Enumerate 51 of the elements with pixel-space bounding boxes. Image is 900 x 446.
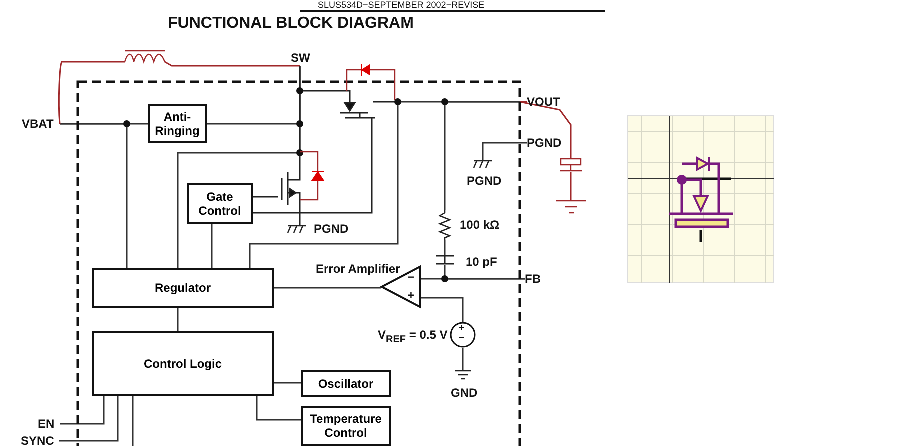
- ground-symbol: [474, 160, 492, 168]
- diagram-title: FUNCTIONAL BLOCK DIAGRAM: [168, 15, 414, 33]
- ground-symbol: [455, 370, 471, 380]
- wire: [211, 224, 213, 268]
- pin-label: EN: [38, 417, 60, 431]
- polarity-sign: +: [408, 289, 414, 303]
- block-box: Control Logic: [92, 331, 274, 396]
- block-box: Regulator: [92, 268, 274, 308]
- wire: [274, 287, 381, 289]
- pin-label: FB: [525, 272, 545, 286]
- component-label: GND: [451, 386, 478, 400]
- inductor-symbol: [125, 50, 165, 63]
- page-header: SLUS534D−SEPTEMBER 2002−REVISE: [318, 0, 485, 10]
- wire: [58, 61, 125, 124]
- component-label: PGND: [467, 174, 502, 188]
- component-label: 10 pF: [466, 255, 498, 269]
- pin-label: VBAT: [22, 117, 60, 131]
- component-label: V$_{REF}$ = 0.5 V: [378, 328, 448, 348]
- wire: [444, 265, 525, 280]
- wire: [177, 308, 179, 331]
- resistor-symbol: [439, 210, 451, 240]
- wire: [256, 396, 301, 421]
- wire: [444, 240, 446, 255]
- voltage-source: [450, 322, 476, 348]
- block-box: Gate Control: [187, 183, 253, 224]
- pin-label: PGND: [527, 136, 567, 150]
- ground-symbol: [556, 200, 586, 214]
- block-box: Oscillator: [301, 370, 391, 397]
- wire: [59, 396, 119, 442]
- capacitor-symbol: [560, 158, 582, 172]
- wire: [274, 382, 301, 384]
- component-label: 100 kΩ: [460, 218, 500, 232]
- wire: [482, 142, 527, 160]
- component-label: Error Amplifier: [316, 262, 400, 276]
- block-box: Anti-Ringing: [148, 104, 207, 143]
- wire: [444, 101, 520, 210]
- polarity-sign: −: [408, 271, 414, 285]
- wire: [519, 101, 572, 158]
- pin-label: PGND: [314, 222, 349, 236]
- wire: [164, 61, 300, 67]
- wire: [60, 123, 128, 268]
- pin-label: SW: [291, 51, 313, 65]
- capacitor-symbol: [436, 255, 454, 265]
- polarity-sign: +: [459, 323, 465, 335]
- pin-label: SYNC: [21, 434, 59, 446]
- polarity-sign: −: [459, 333, 465, 345]
- block-box: Temperature Control: [301, 406, 391, 446]
- wire: [570, 172, 572, 200]
- wire: [60, 396, 105, 425]
- wire: [462, 348, 464, 370]
- pin-label: VOUT: [527, 95, 565, 109]
